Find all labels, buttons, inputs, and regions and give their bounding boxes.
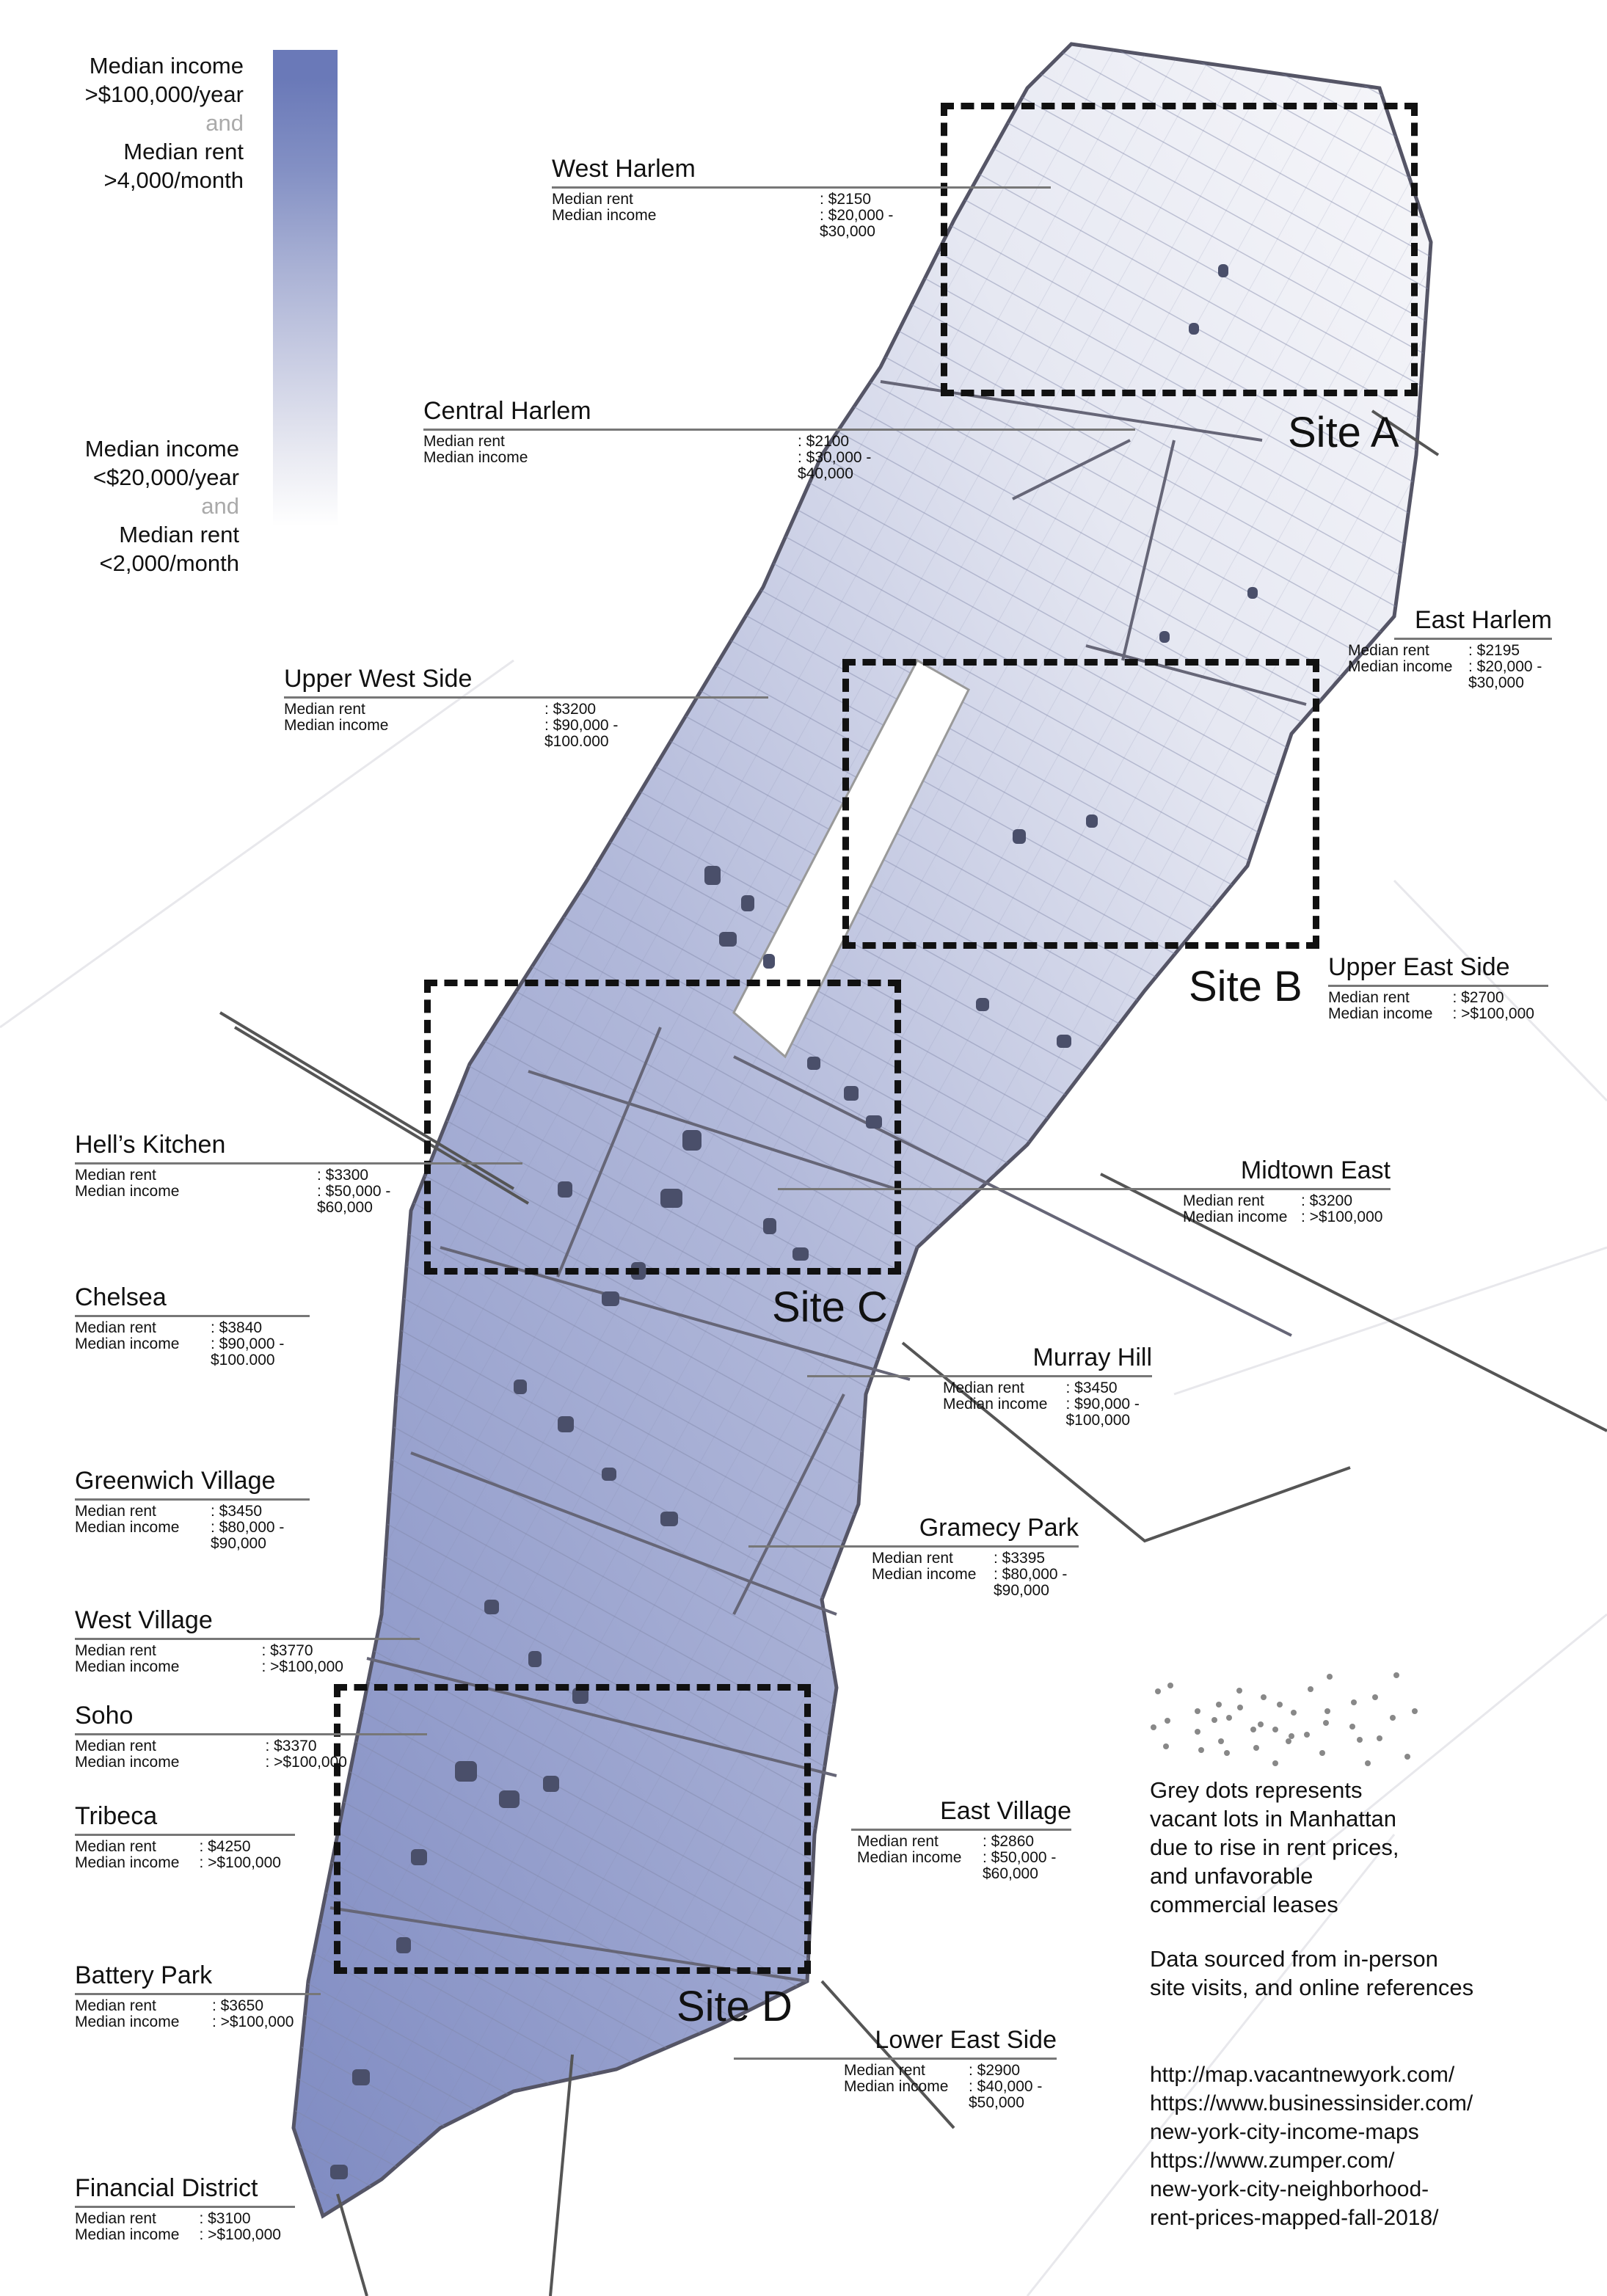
leader-line (75, 1315, 310, 1317)
legend-low-income-title: Median income (84, 436, 239, 462)
leader-line (1328, 985, 1548, 987)
legend-low-rent-title: Median rent (119, 522, 239, 547)
leader-line (75, 1993, 321, 1995)
site-d-label: Site D (677, 1983, 792, 2030)
site-b-label: Site B (1189, 963, 1302, 1010)
vacant-lot-dots-legend (1151, 1672, 1418, 1766)
legend-high-rent-value: >4,000/month (103, 167, 244, 193)
leader-line (284, 696, 768, 699)
source-link: new-york-city-neighborhood- (1150, 2177, 1429, 2201)
leader-line (748, 1545, 1079, 1548)
legend-high-income-title: Median income (89, 53, 244, 79)
source-link: rent-prices-mapped-fall-2018/ (1150, 2206, 1439, 2230)
leader-line (851, 1829, 1071, 1831)
legend-low-label: Median income <$20,000/year and Median r… (44, 434, 239, 577)
vacant-lots-note: Grey dots represents vacant lots in Manh… (1150, 1777, 1399, 1917)
site-b-box (842, 659, 1319, 949)
legend-low-income-value: <$20,000/year (92, 464, 239, 490)
legend-low-rent-value: <2,000/month (99, 550, 239, 576)
central-park (732, 658, 970, 1059)
source-link: http://map.vacantnewyork.com/ (1150, 2063, 1455, 2087)
leader-line (1394, 638, 1552, 640)
leader-line (75, 1162, 522, 1165)
site-d-box (334, 1684, 811, 1974)
source-link: https://www.zumper.com/ (1150, 2149, 1395, 2173)
leader-line (552, 186, 1051, 189)
leader-line (75, 1733, 427, 1735)
site-c-label: Site C (772, 1283, 888, 1331)
data-source-note: Data sourced from in-person site visits,… (1150, 1946, 1474, 2000)
leader-line (734, 2058, 1057, 2060)
leader-line (75, 2206, 295, 2208)
leader-line (75, 1834, 295, 1836)
legend-high-label: Median income >$100,000/year and Median … (44, 51, 244, 194)
leader-line (807, 1375, 1152, 1377)
leader-line (75, 1498, 310, 1501)
legend-gradient-bar (273, 50, 338, 527)
leader-line (778, 1188, 1391, 1190)
source-link: new-york-city-income-maps (1150, 2120, 1419, 2144)
source-links: http://map.vacantnewyork.com/ https://ww… (1150, 2060, 1590, 2232)
site-a-label: Site A (1288, 409, 1399, 456)
leader-line (75, 1638, 420, 1640)
leader-line (423, 429, 1135, 431)
site-a-box (941, 103, 1418, 396)
legend-high-income-value: >$100,000/year (84, 81, 244, 107)
legend-and: and (201, 493, 239, 519)
source-link: https://www.businessinsider.com/ (1150, 2091, 1473, 2115)
site-c-box (424, 980, 901, 1275)
legend-high-rent-title: Median rent (123, 139, 244, 164)
legend-and: and (205, 110, 244, 136)
